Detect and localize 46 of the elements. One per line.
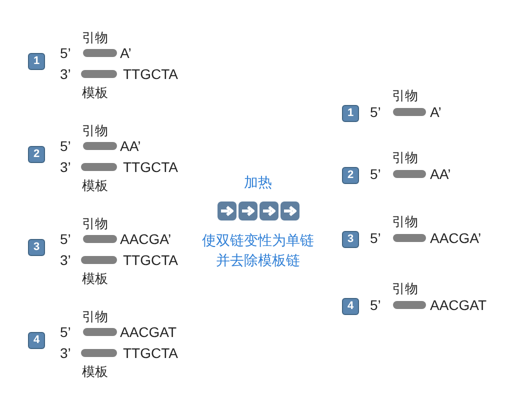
strand-end-label: 3’ [60, 252, 71, 268]
sequence-text: A’ [120, 45, 132, 61]
strand-end-label: 3’ [60, 345, 71, 361]
strand-end-label: 5’ [60, 138, 71, 154]
sequence-text: AACGA’ [430, 230, 482, 246]
number-badge: 2 [342, 167, 359, 184]
strand-end-label: 5’ [60, 45, 71, 61]
number-badge: 4 [28, 332, 45, 349]
strand-label: 引物 [392, 150, 418, 166]
strand-end-label: 5’ [370, 297, 381, 313]
step-title: 加热 [244, 173, 272, 192]
number-badge: 4 [342, 298, 359, 315]
strand-label: 引物 [392, 281, 418, 297]
number-badge: 2 [28, 146, 45, 163]
number-badge: 3 [28, 239, 45, 256]
number-badge: 1 [28, 53, 45, 70]
strand-label: 模板 [82, 178, 108, 194]
strand-end-label: 5’ [370, 104, 381, 120]
strand-label: 引物 [82, 216, 108, 232]
strand-label: 引物 [82, 123, 108, 139]
sequence-text: TTGCTA [123, 345, 178, 361]
strand-end-label: 5’ [370, 230, 381, 246]
number-badge: 3 [342, 231, 359, 248]
sequence-text: TTGCTA [123, 159, 178, 175]
sequence-text: AA’ [430, 166, 451, 182]
sequence-text: TTGCTA [123, 66, 178, 82]
strand-end-label: 5’ [60, 231, 71, 247]
number-badge: 1 [342, 105, 359, 122]
sequence-text: TTGCTA [123, 252, 178, 268]
strand-end-label: 5’ [370, 166, 381, 182]
strand-end-label: 3’ [60, 66, 71, 82]
sequence-text: AA’ [120, 138, 141, 154]
sequence-text: AACGA’ [120, 231, 172, 247]
strand-label: 引物 [82, 309, 108, 325]
strand-label: 模板 [82, 271, 108, 287]
strand-end-label: 5’ [60, 324, 71, 340]
sequence-text: AACGAT [120, 324, 177, 340]
sequence-text: A’ [430, 104, 442, 120]
strand-label: 模板 [82, 85, 108, 101]
sequence-text: AACGAT [430, 297, 487, 313]
strand-label: 模板 [82, 364, 108, 380]
step-description: 使双链变性为单链并去除模板链 [202, 231, 314, 270]
strand-label: 引物 [392, 88, 418, 104]
strand-label: 引物 [392, 214, 418, 230]
strand-label: 引物 [82, 30, 108, 46]
strand-end-label: 3’ [60, 159, 71, 175]
